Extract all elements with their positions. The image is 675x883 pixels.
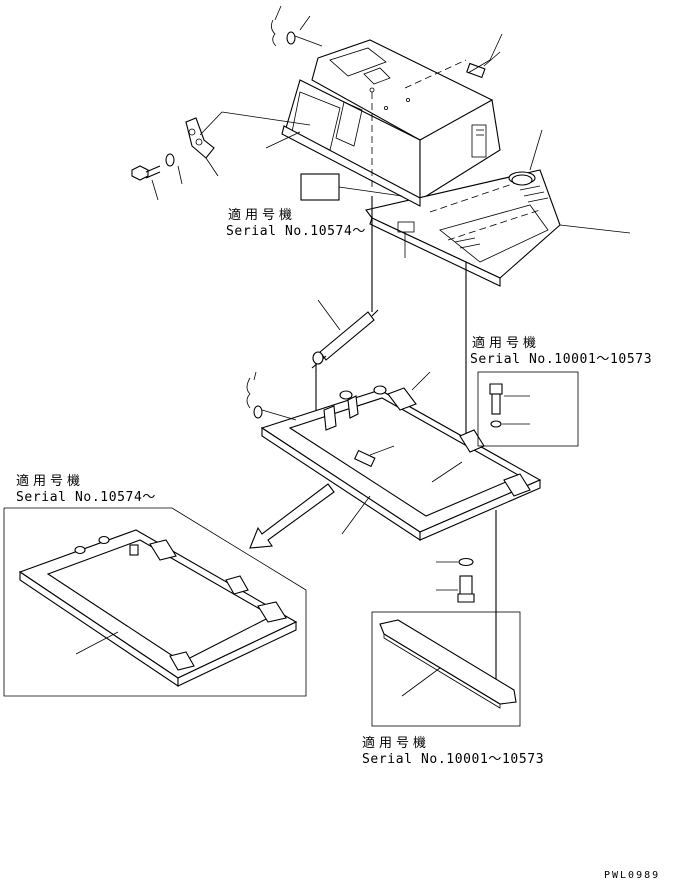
left-serial-label: Serial No.10574～ [16, 490, 156, 505]
detail-arrow [249, 483, 335, 549]
detail-plate-old [371, 611, 521, 727]
gas-spring [311, 309, 379, 369]
callout-box [300, 173, 340, 201]
upper-cover-hood [285, 39, 501, 201]
bottom-applicable-label: 適用号機 [362, 736, 431, 751]
top-applicable-label: 適用号機 [228, 208, 297, 223]
right-serial-label: Serial No.10001～10573 [470, 352, 653, 367]
hinge-bolt [131, 153, 175, 181]
inset-bolt-washer [477, 371, 579, 447]
top-serial-label: Serial No.10574～ [226, 224, 366, 239]
lower-panel-base [281, 125, 561, 287]
right-applicable-label: 適用号機 [472, 336, 541, 351]
detail-frame-new [3, 507, 307, 697]
middle-support-frame [260, 385, 542, 542]
hinge-bracket [185, 117, 215, 159]
drawing-code: PWL0989 [604, 870, 661, 881]
left-applicable-label: 適用号機 [16, 474, 85, 489]
hood-pin [466, 51, 501, 79]
bottom-serial-label: Serial No.10001～10573 [362, 752, 545, 767]
